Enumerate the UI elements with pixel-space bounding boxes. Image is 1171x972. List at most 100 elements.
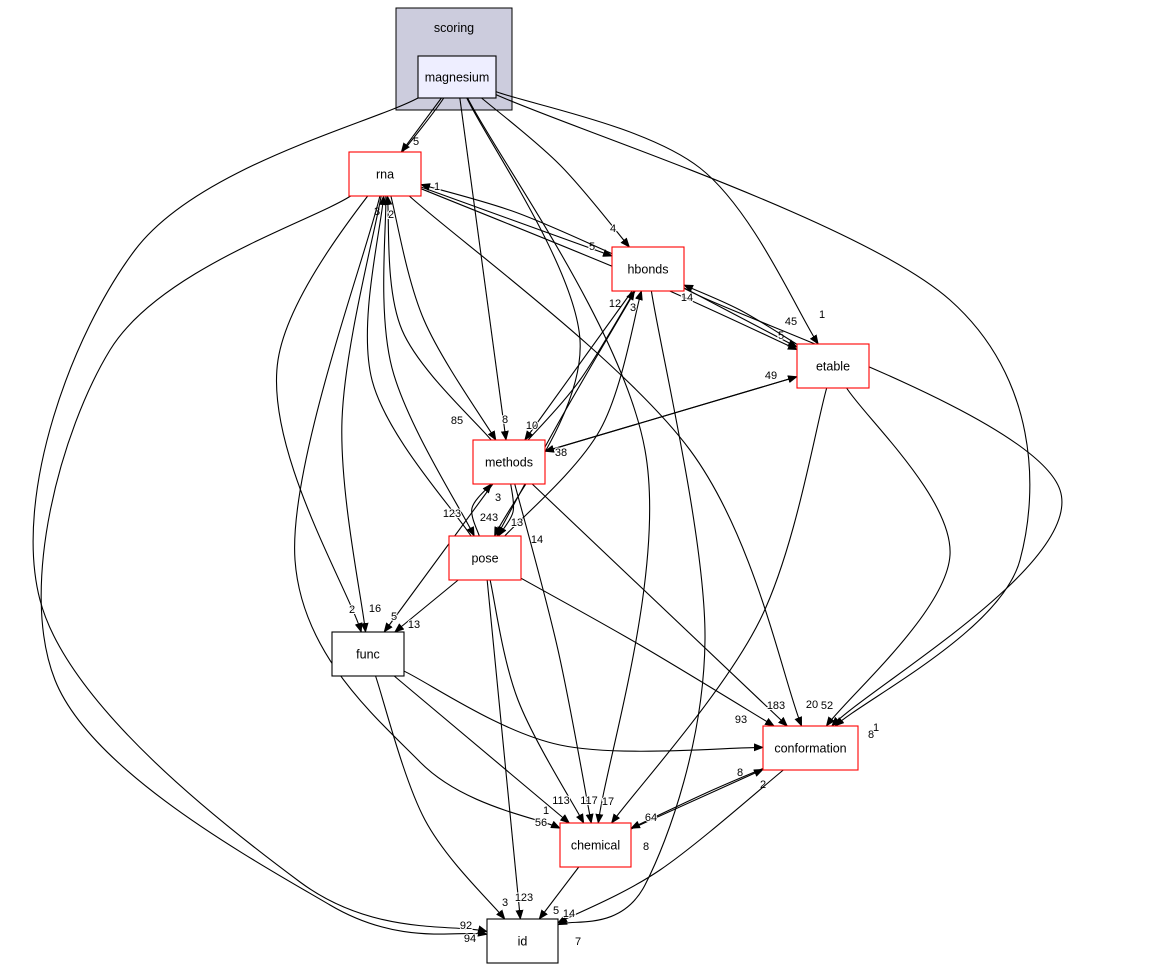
node-label-hbonds: hbonds: [627, 263, 668, 277]
edge-label-rna-hbonds: 5: [589, 241, 595, 253]
node-methods[interactable]: methods: [472, 439, 546, 485]
edge-magnesium-pose: [466, 97, 581, 537]
edge-rna-conformation: [408, 195, 803, 727]
edge-label-rna-chemical: 56: [535, 817, 547, 829]
edge-label-rna-methods: 85: [451, 415, 463, 427]
edge-magnesium-etable: [495, 91, 819, 345]
node-label-methods: methods: [485, 456, 533, 470]
edge-label-hbonds-id: 7: [575, 936, 581, 948]
node-box-magnesium: [417, 55, 497, 99]
edge-label-magnesium-id: 3: [502, 897, 508, 909]
edge-label-magnesium-func: 2: [349, 604, 355, 616]
edge-label-chemical-id: 5: [553, 905, 559, 917]
edge-conformation-chemical: [630, 767, 764, 829]
node-label-func: func: [356, 648, 380, 662]
node-conformation[interactable]: conformation: [762, 725, 859, 771]
node-box-rna[interactable]: [348, 151, 422, 197]
edge-label-hbonds-rna: 1: [434, 181, 440, 193]
cluster-label: scoring: [434, 21, 474, 35]
edge-etable-conformation: [825, 387, 951, 727]
edge-label-conformation-chemical: 64: [645, 812, 657, 824]
edge-label-pose-methods: 3: [495, 492, 501, 504]
edge-label-rna-id: 94: [464, 933, 476, 945]
edge-magnesium-hbonds: [481, 97, 631, 248]
edge-hbonds-pose: [496, 290, 636, 537]
edge-label-chemical-conformation: 2: [760, 779, 766, 791]
node-rna[interactable]: rna: [348, 151, 422, 197]
edge-hbonds-id: [557, 290, 706, 926]
edge-magnesium-chemical: [467, 97, 651, 824]
edge-label-pose-chemical: 113: [552, 795, 570, 807]
edge-label-etable-methods: 38: [555, 447, 567, 459]
edge-pose-chemical: [489, 579, 585, 824]
edge-label-pose-conformation: 183: [767, 700, 785, 712]
edge-label-pose-func: 13: [408, 619, 420, 631]
edge-label-hbonds-pose: 13: [511, 517, 523, 529]
edge-label-magnesium-pose: 14: [531, 534, 543, 546]
edge-label-methods-func: 5: [391, 611, 397, 623]
node-box-etable[interactable]: [796, 343, 870, 389]
edge-label-conformation-id: 14: [563, 908, 575, 920]
edge-pose-conformation: [520, 577, 775, 727]
edge-label-pose-rna: 2: [388, 209, 394, 221]
node-box-chemical[interactable]: [559, 822, 632, 868]
edge-label-etable-chemical: 8: [643, 841, 649, 853]
edge-label-magnesium-methods: 8: [502, 414, 508, 426]
edge-rna-chemical: [294, 195, 561, 829]
edge-magnesium-id: [32, 97, 488, 934]
edge-label-func-conformation: 8: [737, 767, 743, 779]
edge-label-magnesium-hbonds: 4: [610, 223, 616, 235]
edge-label-rna-etable: 5: [778, 330, 784, 342]
edge-label-hbonds-methods: 10: [526, 420, 538, 432]
edge-func-conformation: [403, 670, 764, 752]
node-box-conformation[interactable]: [762, 725, 859, 771]
node-label-rna: rna: [376, 168, 394, 182]
edge-label-rna-func: 16: [369, 603, 381, 615]
node-label-magnesium: magnesium: [425, 71, 490, 85]
node-label-conformation: conformation: [774, 742, 846, 756]
edge-label-func-id: 92: [460, 920, 472, 932]
edge-label-etable-hbonds: 14: [681, 292, 693, 304]
node-magnesium: magnesium: [417, 55, 497, 99]
edge-label-magnesium-chemical: 17: [602, 796, 614, 808]
edge-label-methods-chemical: 117: [580, 795, 598, 807]
edge-rna-id: [40, 195, 488, 937]
edge-methods-hbonds: [527, 290, 636, 441]
edge-hbonds-rna: [420, 183, 613, 255]
edge-etable-hbonds: [683, 284, 798, 345]
edge-label-magnesium-conformation: 20: [806, 699, 818, 711]
edge-chemical-id: [538, 866, 580, 920]
edge-methods-conformation: [531, 483, 789, 727]
node-box-pose[interactable]: [448, 535, 522, 581]
edge-pose-rna: [366, 195, 472, 537]
edge-magnesium-methods: [459, 97, 509, 441]
edge-label-methods-etable: 49: [765, 370, 777, 382]
edge-label-hbonds-etable: 45: [785, 316, 797, 328]
edge-label-magnesium-rna: 5: [413, 136, 419, 148]
edge-pose-methods: [471, 483, 492, 537]
node-hbonds[interactable]: hbonds: [611, 246, 685, 292]
node-label-etable: etable: [816, 360, 850, 374]
edge-etable-chemical: [610, 387, 828, 824]
edge-methods-chemical: [514, 483, 594, 824]
node-chemical[interactable]: chemical: [559, 822, 632, 868]
edge-rna-methods: [390, 195, 497, 441]
node-box-methods[interactable]: [472, 439, 546, 485]
node-box-hbonds[interactable]: [611, 246, 685, 292]
edge-label-pose-id: 123: [515, 892, 533, 904]
node-box-id: [486, 918, 559, 964]
node-etable[interactable]: etable: [796, 343, 870, 389]
node-pose[interactable]: pose: [448, 535, 522, 581]
edge-func-chemical: [393, 675, 571, 824]
edge-label-rna-conformation: 52: [821, 700, 833, 712]
node-label-pose: pose: [471, 552, 498, 566]
node-box-func: [331, 631, 405, 677]
edge-conformation-id: [557, 769, 784, 924]
edge-label-methods-hbonds: 12: [609, 298, 621, 310]
edge-label-methods-rna: 3: [374, 206, 380, 218]
edge-label-hbonds-conformation: 8: [868, 729, 874, 741]
edge-pose-id: [486, 579, 524, 920]
node-label-id: id: [518, 935, 528, 949]
